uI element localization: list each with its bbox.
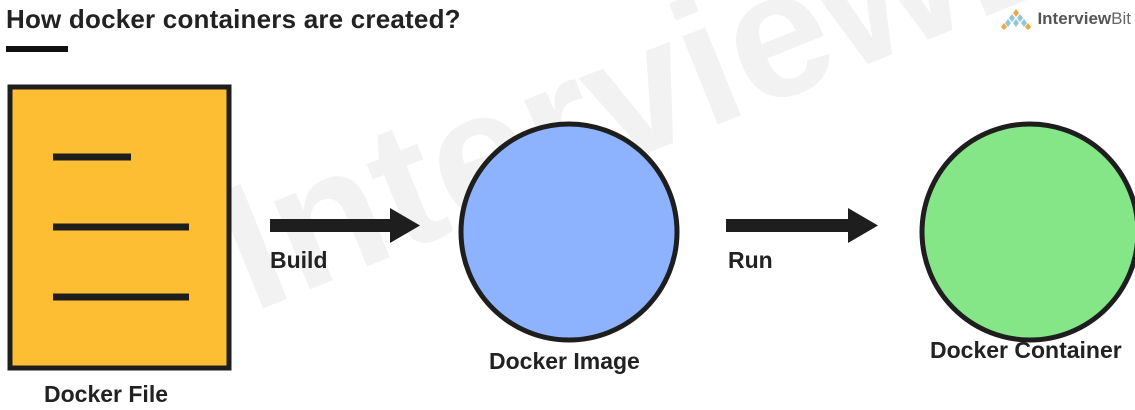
logo-wordmark: InterviewBit [1037,9,1131,28]
run-arrow [726,208,878,243]
build-label: Build [270,247,328,273]
docker-container-label: Docker Container [930,337,1122,363]
pyramid-dots-logo-icon [1001,9,1032,30]
run-label: Run [728,247,773,273]
docker-container-circle [919,121,1135,343]
docker-file-node [7,84,232,371]
interviewbit-logo: InterviewBit [999,8,1131,30]
build-arrow [270,208,420,243]
page-title: How docker containers are created? [6,4,461,34]
title-underline [6,46,68,52]
docker-file-label: Docker File [44,381,168,407]
docker-image-circle [458,121,680,343]
docker-image-label: Docker Image [489,348,640,374]
